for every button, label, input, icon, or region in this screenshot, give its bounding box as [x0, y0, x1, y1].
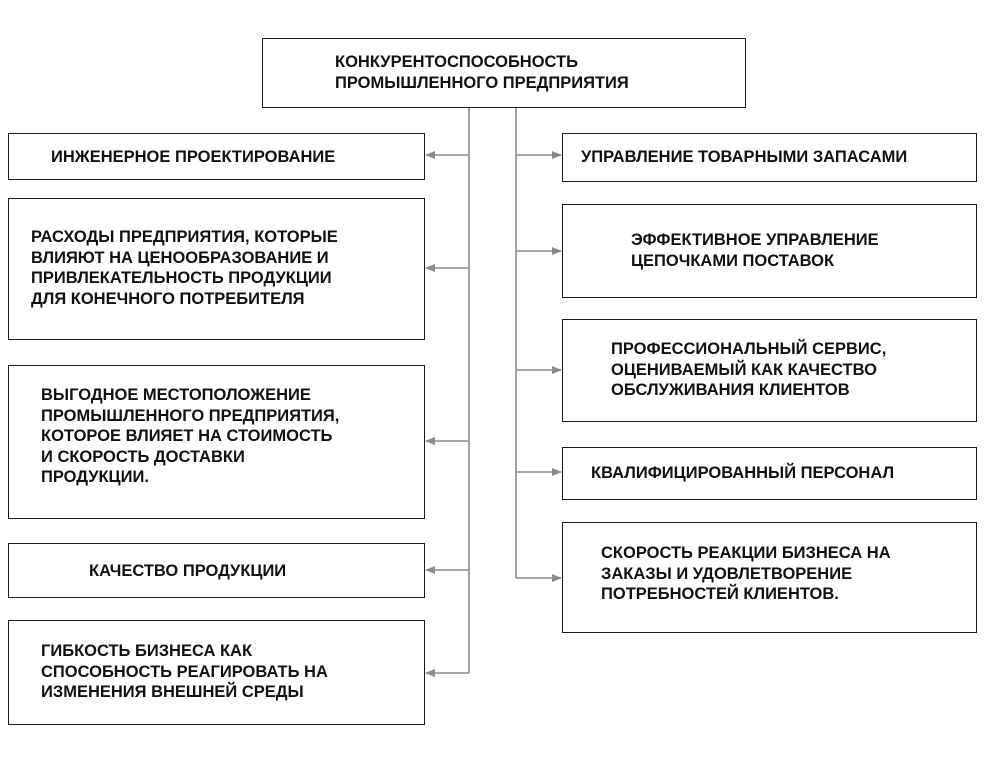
node-line: ВЫГОДНОЕ МЕСТОПОЛОЖЕНИЕ: [41, 386, 311, 404]
left-node-location: ВЫГОДНОЕ МЕСТОПОЛОЖЕНИЕ ПРОМЫШЛЕННОГО ПР…: [8, 365, 425, 519]
node-line: И СКОРОСТЬ ДОСТАВКИ: [41, 447, 245, 466]
node-line: КАЧЕСТВО ПРОДУКЦИИ: [89, 562, 287, 580]
node-line: РАСХОДЫ ПРЕДПРИЯТИЯ, КОТОРЫЕ: [31, 228, 338, 246]
node-line: ПОТРЕБНОСТЕЙ КЛИЕНТОВ.: [601, 585, 839, 603]
node-line: ИНЖЕНЕРНОЕ ПРОЕКТИРОВАНИЕ: [51, 148, 336, 166]
node-line: УПРАВЛЕНИЕ ТОВАРНЫМИ ЗАПАСАМИ: [581, 148, 908, 166]
node-line: ГИБКОСТЬ БИЗНЕСА КАК: [41, 642, 253, 660]
node-line: ЗАКАЗЫ И УДОВЛЕТВОРЕНИЕ: [601, 564, 853, 583]
node-line: ОЦЕНИВАЕМЫЙ КАК КАЧЕСТВО: [611, 360, 877, 379]
left-node-enterprise-costs: РАСХОДЫ ПРЕДПРИЯТИЯ, КОТОРЫЕ ВЛИЯЮТ НА Ц…: [8, 198, 425, 340]
root-node-line: КОНКУРЕНТОСПОСОБНОСТЬ: [335, 53, 578, 71]
left-node-business-flexibility: ГИБКОСТЬ БИЗНЕСА КАК СПОСОБНОСТЬ РЕАГИРО…: [8, 620, 425, 725]
right-node-response-speed: СКОРОСТЬ РЕАКЦИИ БИЗНЕСА НА ЗАКАЗЫ И УДО…: [562, 522, 977, 633]
node-line: КОТОРОЕ ВЛИЯЕТ НА СТОИМОСТЬ: [41, 427, 333, 445]
node-line: ЦЕПОЧКАМИ ПОСТАВОК: [631, 251, 835, 270]
node-line: ПРИВЛЕКАТЕЛЬНОСТЬ ПРОДУКЦИИ: [31, 269, 332, 287]
node-line: ДЛЯ КОНЕЧНОГО ПОТРЕБИТЕЛЯ: [31, 289, 305, 308]
right-node-qualified-staff: КВАЛИФИЦИРОВАННЫЙ ПЕРСОНАЛ: [562, 447, 977, 500]
left-node-product-quality: КАЧЕСТВО ПРОДУКЦИИ: [8, 543, 425, 598]
node-line: ОБСЛУЖИВАНИЯ КЛИЕНТОВ: [611, 381, 850, 399]
left-node-engineering-design: ИНЖЕНЕРНОЕ ПРОЕКТИРОВАНИЕ: [8, 133, 425, 180]
right-node-supply-chain: ЭФФЕКТИВНОЕ УПРАВЛЕНИЕ ЦЕПОЧКАМИ ПОСТАВО…: [562, 204, 977, 298]
node-line: ПРОФЕССИОНАЛЬНЫЙ СЕРВИС,: [611, 340, 887, 358]
node-line: ЭФФЕКТИВНОЕ УПРАВЛЕНИЕ: [631, 231, 879, 249]
node-line: ПРОМЫШЛЕННОГО ПРЕДПРИЯТИЯ,: [41, 406, 340, 425]
node-line: ВЛИЯЮТ НА ЦЕНООБРАЗОВАНИЕ И: [31, 248, 329, 267]
root-node: КОНКУРЕНТОСПОСОБНОСТЬ ПРОМЫШЛЕННОГО ПРЕД…: [262, 38, 746, 108]
root-node-line: ПРОМЫШЛЕННОГО ПРЕДПРИЯТИЯ: [335, 73, 629, 92]
node-line: КВАЛИФИЦИРОВАННЫЙ ПЕРСОНАЛ: [591, 464, 895, 482]
node-line: ПРОДУКЦИИ.: [41, 468, 149, 486]
node-line: ИЗМЕНЕНИЯ ВНЕШНЕЙ СРЕДЫ: [41, 683, 304, 701]
right-node-professional-service: ПРОФЕССИОНАЛЬНЫЙ СЕРВИС, ОЦЕНИВАЕМЫЙ КАК…: [562, 319, 977, 422]
right-node-inventory-management: УПРАВЛЕНИЕ ТОВАРНЫМИ ЗАПАСАМИ: [562, 133, 977, 182]
node-line: СПОСОБНОСТЬ РЕАГИРОВАТЬ НА: [41, 662, 328, 681]
node-line: СКОРОСТЬ РЕАКЦИИ БИЗНЕСА НА: [601, 544, 891, 562]
